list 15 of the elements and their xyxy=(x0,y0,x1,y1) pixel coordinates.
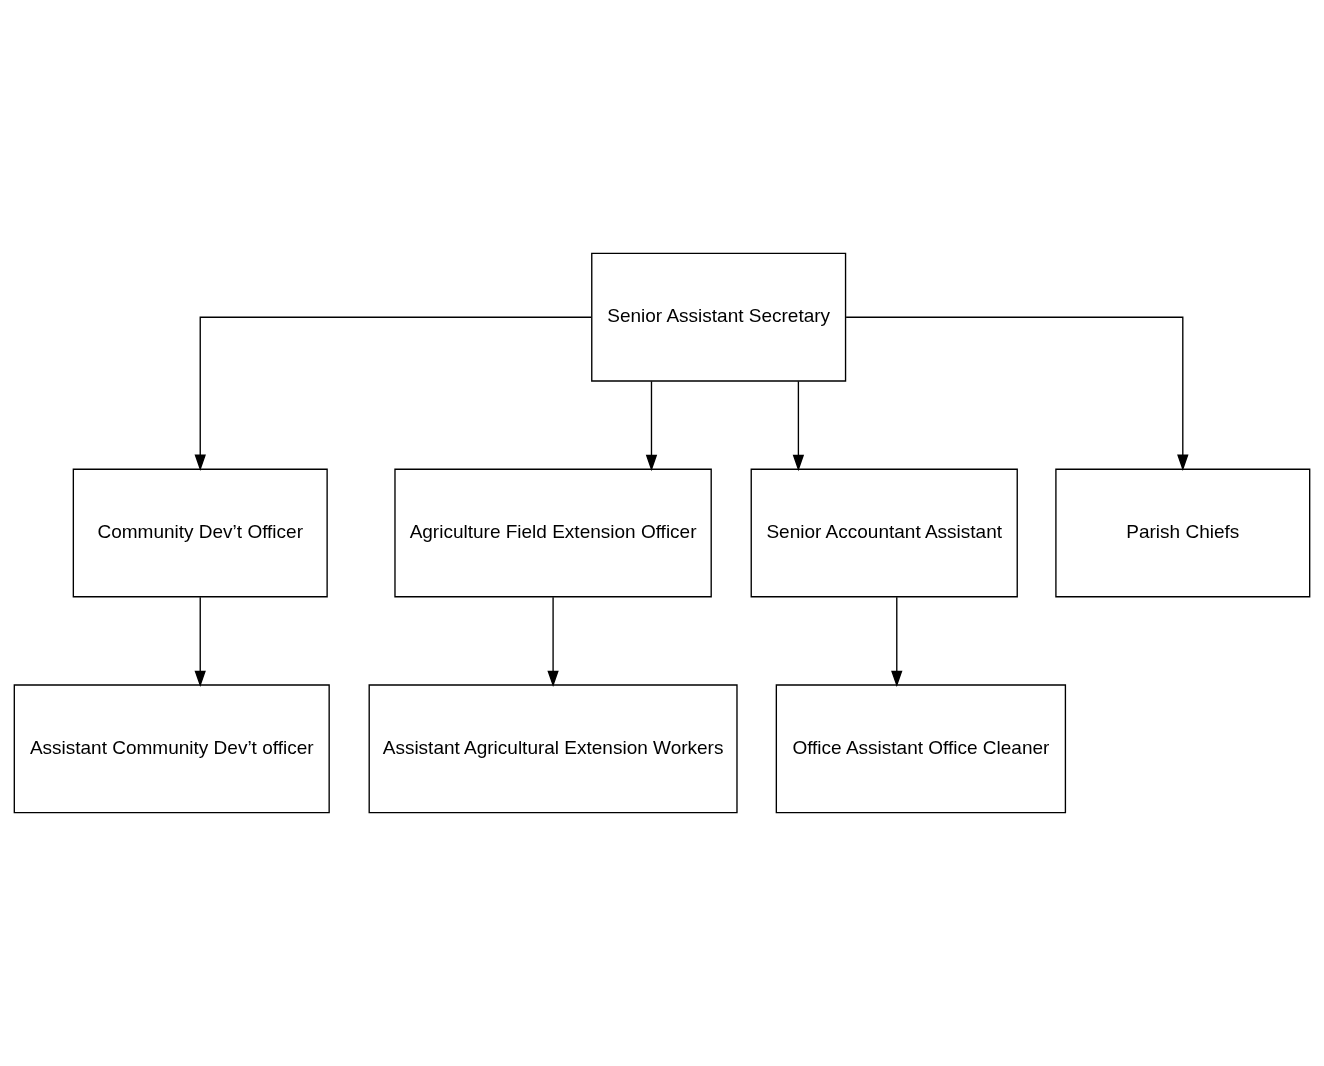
arrow xyxy=(792,380,805,472)
node-box: Assistant Community Dev’t officer xyxy=(13,684,330,814)
arrow xyxy=(645,380,658,472)
node-box: Community Dev’t Officer xyxy=(72,468,328,598)
node-box: Agriculture Field Extension Officer xyxy=(394,468,712,598)
node-box: Assistant Agricultural Extension Workers xyxy=(368,684,738,814)
node-box: Senior Accountant Assistant xyxy=(750,468,1018,598)
arrow xyxy=(547,596,559,687)
node-box: Parish Chiefs xyxy=(1055,468,1311,598)
arrow xyxy=(194,596,206,687)
arrow xyxy=(194,316,592,471)
arrow xyxy=(891,596,903,687)
arrow xyxy=(845,316,1189,471)
node-box: Senior Assistant Secretary xyxy=(591,252,847,382)
node-box: Office Assistant Office Cleaner xyxy=(775,684,1067,814)
